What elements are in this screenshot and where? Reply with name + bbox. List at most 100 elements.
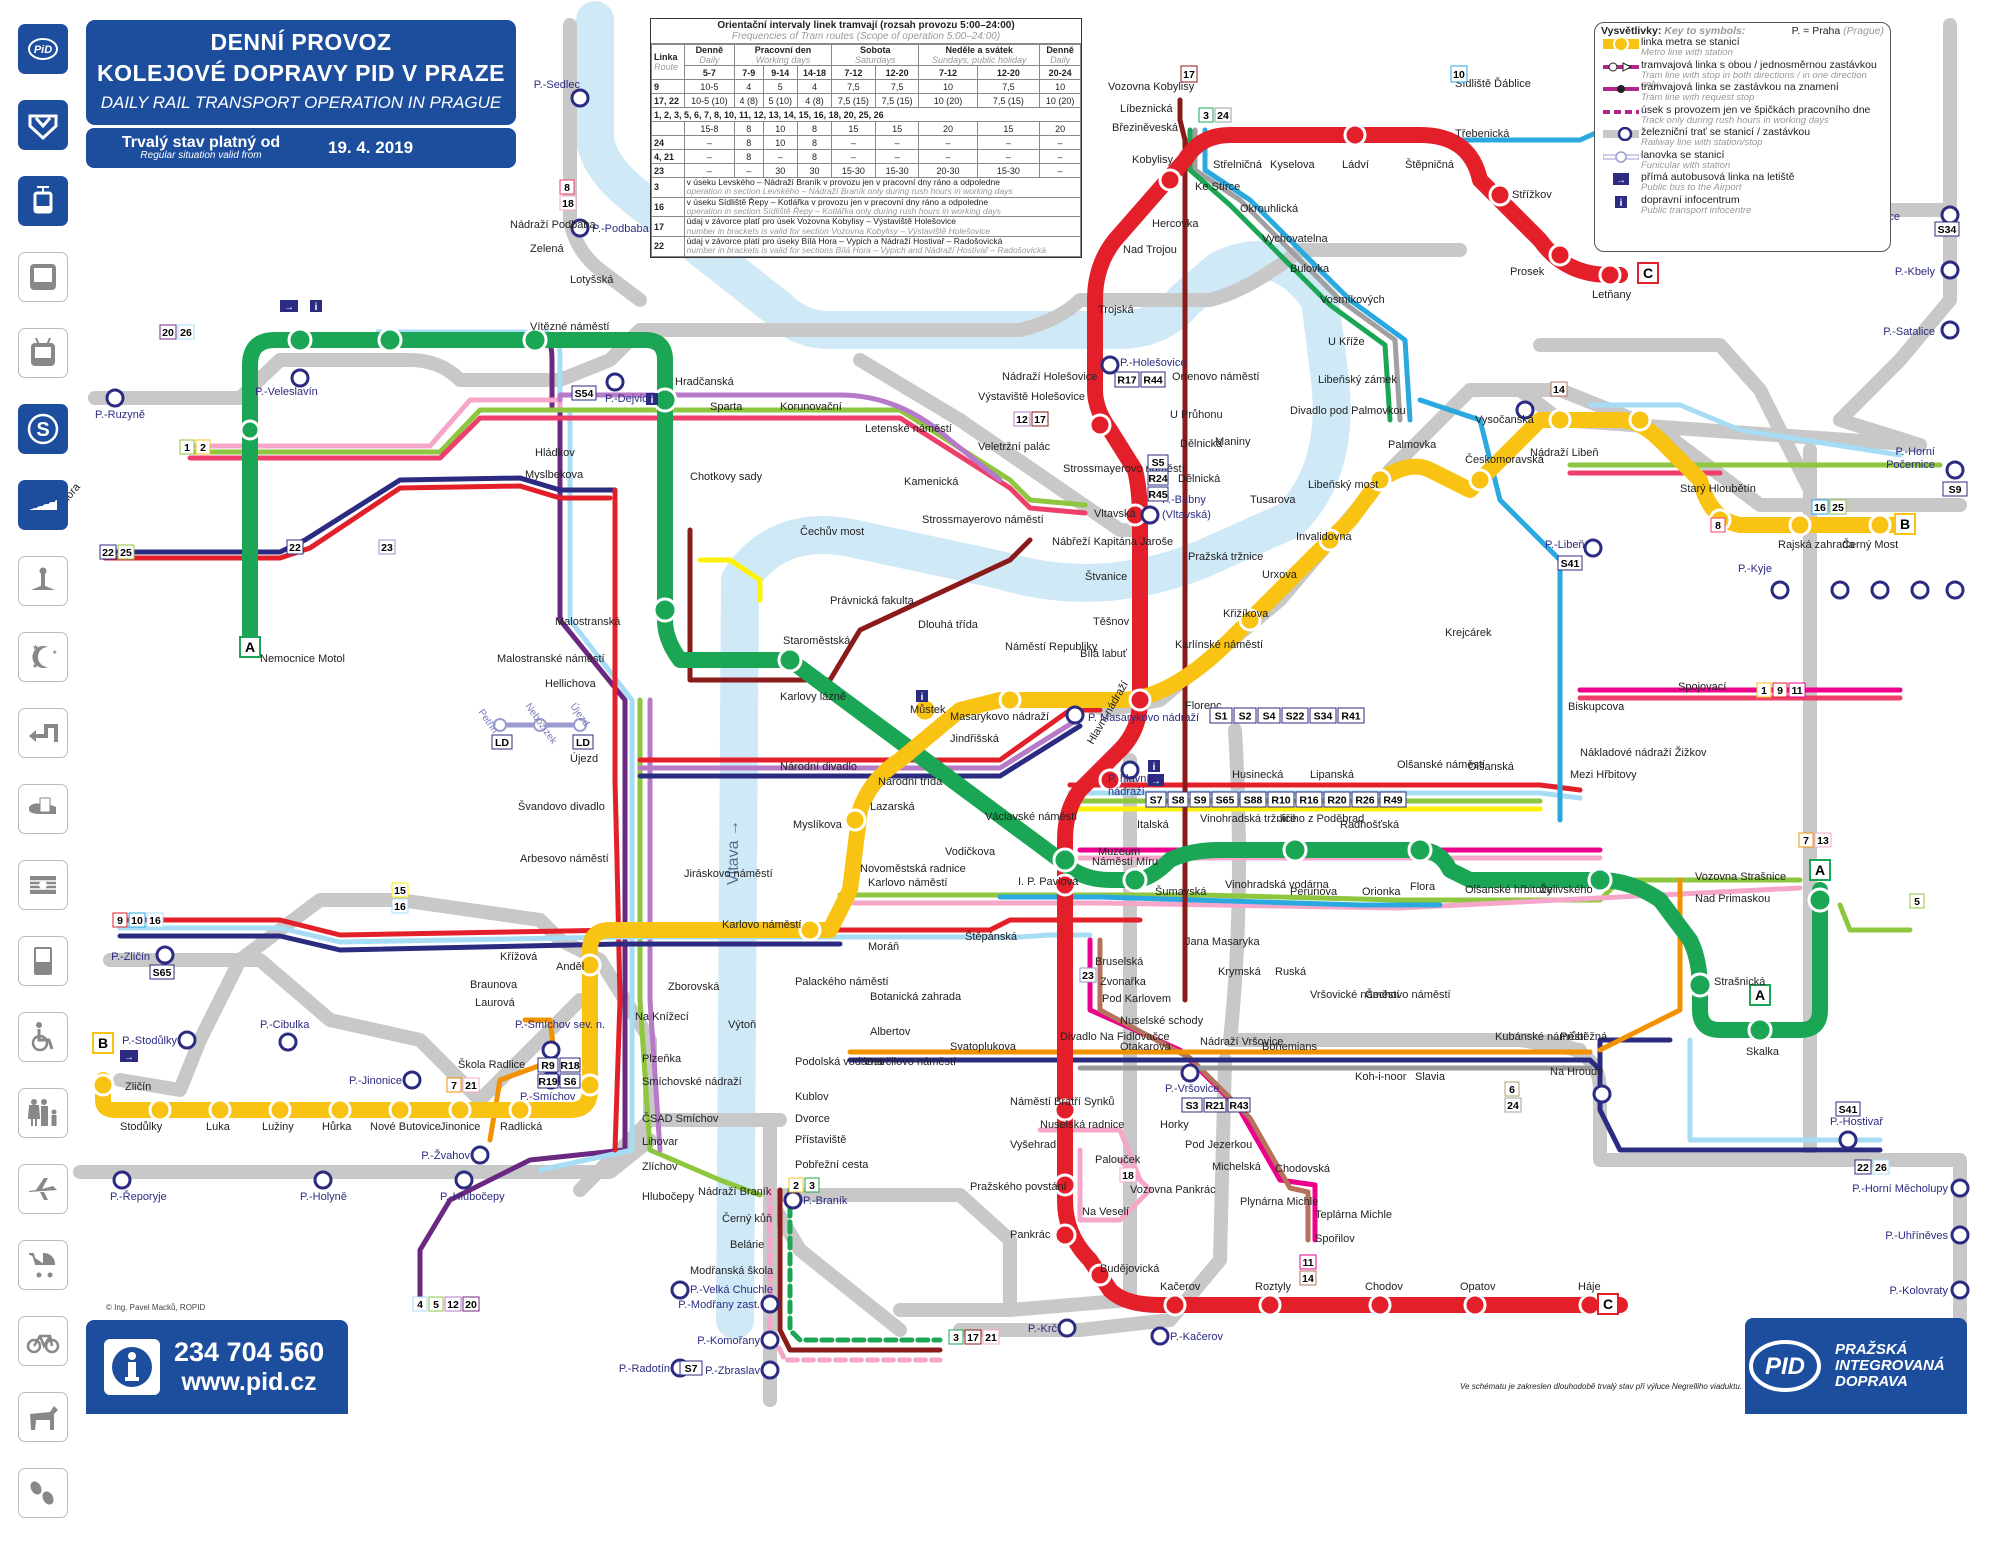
svg-text:B: B: [98, 1035, 108, 1051]
pid-logo[interactable]: PID PRAŽSKÁ INTEGROVANÁ DOPRAVA: [1745, 1318, 1967, 1414]
svg-text:S7: S7: [1150, 795, 1163, 807]
info-phone[interactable]: 234 704 560: [174, 1337, 325, 1367]
rail-stations: [105, 88, 1970, 1380]
svg-text:Hůrka: Hůrka: [322, 1121, 352, 1133]
svg-text:Invalidovna: Invalidovna: [1296, 531, 1353, 543]
svg-text:Ke Stírce: Ke Stírce: [1195, 181, 1240, 193]
dog-icon[interactable]: [18, 1392, 68, 1442]
svg-text:R49: R49: [1383, 795, 1402, 807]
svg-text:Botanická zahrada: Botanická zahrada: [870, 991, 962, 1003]
svg-text:Slavia: Slavia: [1415, 1071, 1446, 1083]
svg-text:Pražská tržnice: Pražská tržnice: [1188, 551, 1263, 563]
svg-text:(Vltavská): (Vltavská): [1162, 509, 1211, 521]
svg-text:20: 20: [465, 1299, 477, 1311]
svg-text:R21: R21: [1205, 1100, 1224, 1112]
svg-text:C: C: [1643, 265, 1653, 281]
esko-train-icon[interactable]: S: [18, 404, 68, 454]
svg-text:P.-Ruzyně: P.-Ruzyně: [95, 409, 145, 421]
svg-text:Biskupcova: Biskupcova: [1568, 701, 1625, 713]
svg-text:P.-Kolovraty: P.-Kolovraty: [1890, 1285, 1949, 1297]
svg-text:P.-Holešovice: P.-Holešovice: [1120, 357, 1186, 369]
svg-text:Opatov: Opatov: [1460, 1281, 1496, 1293]
svg-text:Nuselské schody: Nuselské schody: [1120, 1015, 1204, 1027]
svg-text:16: 16: [394, 901, 406, 913]
svg-text:Pankrác: Pankrác: [1010, 1229, 1051, 1241]
smart-card-icon[interactable]: [18, 860, 68, 910]
funicular-icon[interactable]: [18, 480, 68, 530]
stroller-icon[interactable]: [18, 1240, 68, 1290]
ferry-anchor-icon[interactable]: [18, 556, 68, 606]
info-website-link[interactable]: www.pid.cz: [181, 1368, 317, 1396]
airplane-icon[interactable]: [18, 1164, 68, 1214]
svg-text:Karlovy lázně: Karlovy lázně: [780, 691, 846, 703]
svg-text:P.-Zličín: P.-Zličín: [111, 951, 150, 963]
svg-text:Mezi Hřbitovy: Mezi Hřbitovy: [1570, 769, 1637, 781]
ticket-hand-icon[interactable]: [18, 784, 68, 834]
svg-text:Kamenická: Kamenická: [904, 476, 959, 488]
tram-icon[interactable]: [18, 176, 68, 226]
svg-text:Třebenická: Třebenická: [1455, 128, 1510, 140]
detour-icon[interactable]: [18, 708, 68, 758]
svg-text:Hradčanská: Hradčanská: [675, 376, 735, 388]
svg-text:Líbeznická: Líbeznická: [1120, 103, 1173, 115]
svg-text:S65: S65: [153, 967, 172, 979]
svg-text:15: 15: [394, 885, 406, 897]
svg-text:nádraží: nádraží: [1108, 786, 1145, 798]
svg-text:S9: S9: [1949, 484, 1962, 496]
svg-text:Zvonařka: Zvonařka: [1100, 976, 1147, 988]
svg-text:S9: S9: [1194, 795, 1207, 807]
footsteps-icon[interactable]: [18, 1468, 68, 1518]
svg-text:8: 8: [1715, 520, 1721, 532]
svg-text:P.-Cibulka: P.-Cibulka: [260, 1019, 310, 1031]
wheelchair-icon[interactable]: [18, 1012, 68, 1062]
svg-text:Veletržní palác: Veletržní palác: [978, 441, 1051, 453]
trolleybus-icon[interactable]: [18, 328, 68, 378]
svg-text:S5: S5: [1152, 457, 1165, 469]
svg-text:P.-Hlubočepy: P.-Hlubočepy: [440, 1191, 505, 1203]
svg-text:→: →: [124, 1052, 134, 1063]
svg-text:Nákladové nádraží Žižkov: Nákladové nádraží Žižkov: [1580, 746, 1707, 759]
bus-icon[interactable]: [18, 252, 68, 302]
svg-text:10: 10: [1453, 69, 1465, 81]
night-moon-icon[interactable]: ★★★: [18, 632, 68, 682]
svg-text:Na Knížecí: Na Knížecí: [635, 1011, 689, 1023]
svg-text:S41: S41: [1839, 1104, 1858, 1116]
svg-text:9: 9: [1777, 685, 1783, 697]
svg-text:1: 1: [184, 442, 190, 454]
svg-text:P.-Kyje: P.-Kyje: [1738, 563, 1772, 575]
mobile-phone-icon[interactable]: [18, 936, 68, 986]
bicycle-icon[interactable]: [18, 1316, 68, 1366]
svg-text:Počernice: Počernice: [1886, 459, 1935, 471]
svg-text:Anděl: Anděl: [556, 961, 584, 973]
svg-text:Černý kůň: Černý kůň: [722, 1212, 772, 1225]
svg-text:B: B: [1900, 516, 1910, 532]
svg-text:Maniny: Maniny: [1215, 436, 1251, 448]
svg-text:Palouček: Palouček: [1095, 1154, 1141, 1166]
svg-text:Nádraží Holešovice: Nádraží Holešovice: [1002, 371, 1097, 383]
svg-text:Na Veselí: Na Veselí: [1082, 1206, 1129, 1218]
family-icon[interactable]: [18, 1088, 68, 1138]
svg-text:Svatoplukova: Svatoplukova: [950, 1041, 1017, 1053]
svg-text:5: 5: [433, 1299, 439, 1311]
svg-text:P.-Kbely: P.-Kbely: [1895, 266, 1936, 278]
svg-text:3: 3: [1203, 110, 1209, 122]
svg-text:ČSAD Smíchov: ČSAD Smíchov: [642, 1112, 719, 1125]
metro-icon[interactable]: [18, 100, 68, 150]
svg-text:Vozovna Kobylisy: Vozovna Kobylisy: [1108, 81, 1195, 93]
svg-text:i: i: [921, 692, 924, 703]
metro-stations: [91, 123, 1892, 1317]
svg-text:Střelničná: Střelničná: [1213, 159, 1263, 171]
svg-text:Vozovna Strašnice: Vozovna Strašnice: [1695, 871, 1786, 883]
svg-text:P.-Libeň: P.-Libeň: [1545, 539, 1585, 551]
svg-text:1: 1: [1761, 685, 1767, 697]
svg-text:P. Masarykovo nádraží: P. Masarykovo nádraží: [1088, 712, 1199, 724]
svg-text:i: i: [315, 302, 318, 313]
svg-text:Dělnická: Dělnická: [1180, 438, 1223, 450]
pid-logo-icon[interactable]: PiD: [18, 24, 68, 74]
svg-text:S34: S34: [1938, 224, 1957, 236]
